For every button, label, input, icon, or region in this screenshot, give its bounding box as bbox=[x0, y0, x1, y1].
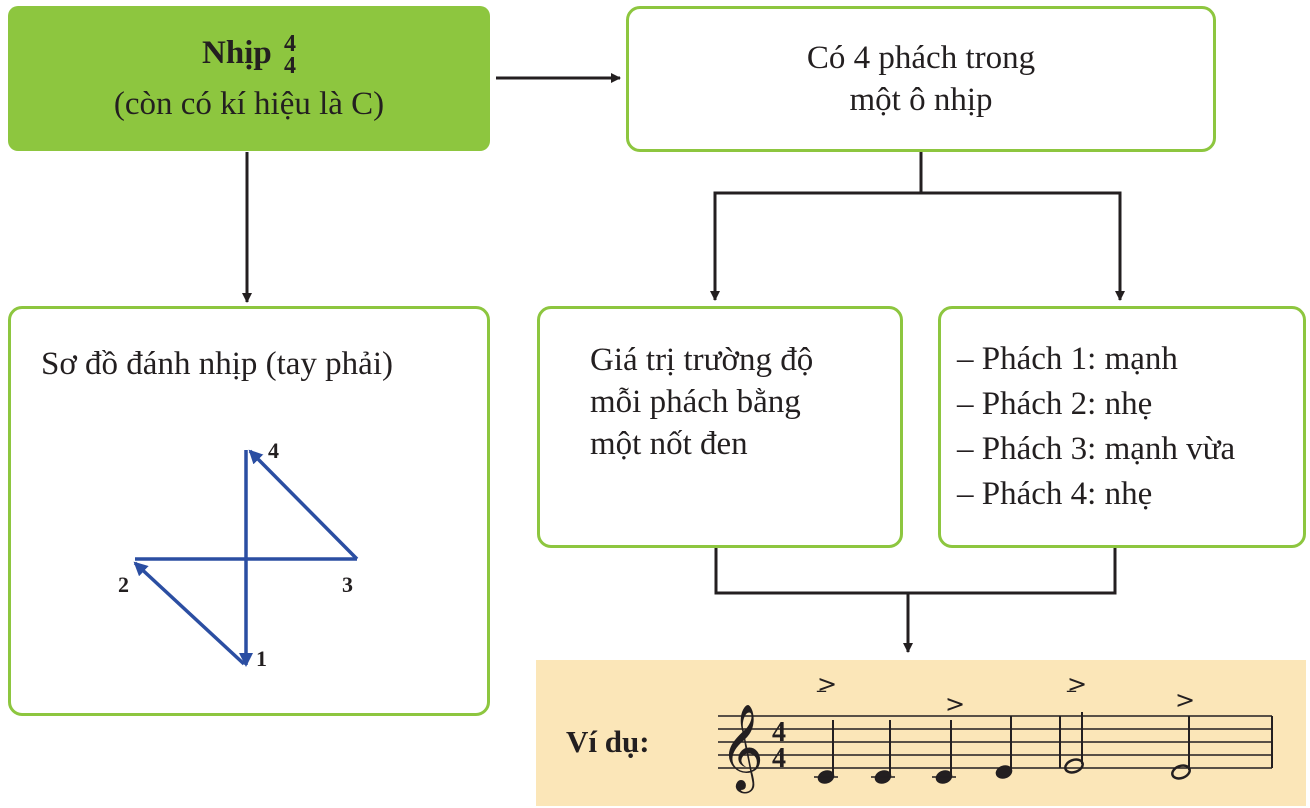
stroke-3-to-4 bbox=[248, 449, 359, 561]
time-sig-top: 4 bbox=[772, 717, 786, 748]
duration-box: Giá trị trường độ mỗi phách bằng một nốt… bbox=[537, 306, 903, 548]
arrow-beats-split-right bbox=[921, 191, 1125, 301]
meter-subtitle: (còn có kí hiệu là C) bbox=[113, 86, 385, 123]
staff-lines bbox=[718, 715, 1272, 769]
accent-box: – Phách 1: mạnh – Phách 2: nhẹ – Phách 3… bbox=[938, 306, 1306, 548]
arrow-beats-split bbox=[710, 152, 923, 301]
duration-line-1: Giá trị trường độ bbox=[590, 342, 814, 378]
example-label: Ví dụ: bbox=[566, 724, 650, 759]
meter-title: Nhịp bbox=[202, 34, 272, 71]
meter-box: Nhịp 4 4 (còn có kí hiệu là C) bbox=[8, 6, 490, 151]
conducting-box: Sơ đồ đánh nhịp (tay phải) bbox=[8, 306, 490, 716]
meter-title-line: Nhịp 4 4 bbox=[202, 31, 296, 80]
beats-box: Có 4 phách trong một ô nhịp bbox=[626, 6, 1216, 152]
stroke-1-to-2 bbox=[133, 561, 246, 666]
beat-point-1: 1 bbox=[256, 646, 267, 671]
time-sig-bottom: 4 bbox=[772, 743, 786, 774]
beat-point-4: 4 bbox=[268, 438, 279, 463]
treble-clef-icon: 𝄞 bbox=[720, 704, 764, 794]
accent-item-3: – Phách 3: mạnh vừa bbox=[957, 431, 1236, 467]
arrow-merge-left bbox=[714, 548, 1117, 595]
beat-point-2: 2 bbox=[118, 572, 129, 597]
accent-mark-3-underline: ‾ bbox=[1066, 688, 1077, 709]
time-signature-denominator: 4 bbox=[283, 53, 296, 80]
time-signature-fraction: 4 4 bbox=[283, 31, 296, 80]
beats-line-1: Có 4 phách trong bbox=[806, 40, 1036, 76]
accent-mark-2: > bbox=[945, 690, 965, 718]
time-signature-numerator: 4 bbox=[283, 31, 296, 58]
accent-item-1: – Phách 1: mạnh bbox=[957, 341, 1178, 377]
beat-point-3: 3 bbox=[342, 572, 353, 597]
duration-line-3: một nốt đen bbox=[590, 426, 748, 462]
duration-text: Giá trị trường độ mỗi phách bằng một nốt… bbox=[590, 339, 813, 465]
accent-mark-1-underline: ‾ bbox=[816, 688, 827, 709]
accent-item-2: – Phách 2: nhẹ bbox=[957, 386, 1153, 422]
example-panel: Ví dụ: bbox=[536, 660, 1306, 806]
accent-list: – Phách 1: mạnh – Phách 2: nhẹ – Phách 3… bbox=[957, 337, 1235, 517]
accent-item-4: – Phách 4: nhẹ bbox=[957, 476, 1153, 512]
beats-line-2: một ô nhịp bbox=[849, 82, 993, 118]
conducting-title: Sơ đồ đánh nhịp (tay phải) bbox=[41, 346, 393, 382]
accent-mark-4: > bbox=[1175, 686, 1195, 714]
duration-line-2: mỗi phách bằng bbox=[590, 384, 801, 420]
accent-mark-3: > bbox=[1067, 670, 1087, 698]
accent-mark-1: > bbox=[817, 670, 837, 698]
